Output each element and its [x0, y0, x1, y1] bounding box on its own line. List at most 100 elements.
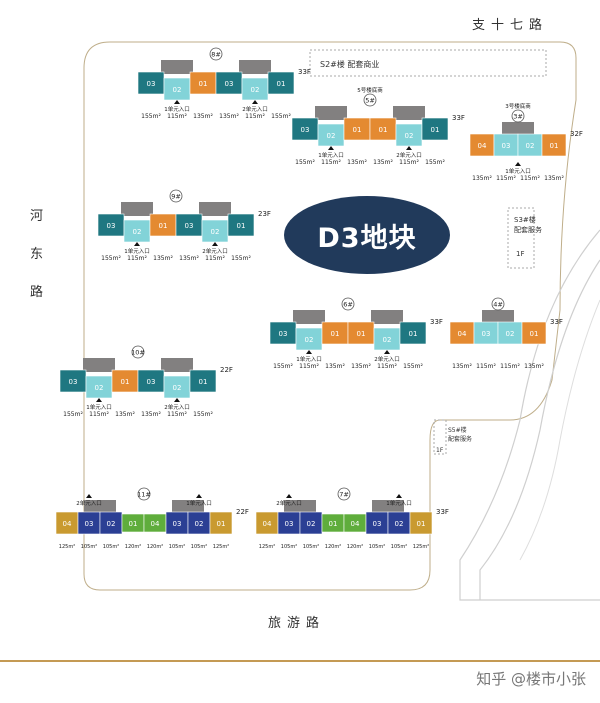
unit-number: 02 — [383, 336, 392, 344]
unit-cell — [421, 117, 449, 141]
unit-number: 01 — [237, 222, 246, 230]
unit-number: 03 — [69, 378, 78, 386]
unit-area: 115m² — [245, 113, 265, 120]
unit-number: 02 — [526, 142, 535, 150]
unit-number: 03 — [225, 80, 234, 88]
entrance-arrow — [515, 162, 521, 166]
building-id: 5# — [365, 97, 375, 105]
building-floors: 33F — [452, 114, 465, 122]
core-block — [84, 500, 116, 514]
unit-area: 120m² — [125, 544, 141, 550]
building-floors: 33F — [436, 508, 449, 516]
building-id-circle — [137, 487, 151, 501]
unit-number: 02 — [395, 520, 404, 528]
unit-area: 135m² — [115, 411, 135, 418]
unit-number: 03 — [502, 142, 511, 150]
unit-number: 04 — [458, 330, 467, 338]
core-block — [293, 310, 325, 324]
building-id-circle — [169, 189, 183, 203]
unit-area: 155m² — [295, 159, 315, 166]
facility-s5-floors: 1F — [436, 447, 444, 454]
unit-number: 02 — [173, 384, 182, 392]
unit-number: 02 — [327, 132, 336, 140]
unit-area: 105m² — [303, 544, 319, 550]
entrance-label: 2单元入口 — [76, 499, 102, 507]
unit-cell — [521, 321, 547, 345]
core-block — [502, 122, 534, 136]
unit-area: 155m² — [403, 363, 423, 370]
watermark: 知乎 @楼市小张 — [476, 670, 586, 688]
unit-area: 135m² — [524, 363, 544, 370]
unit-number: 01 — [530, 330, 539, 338]
unit-number: 03 — [147, 378, 156, 386]
unit-area: 135m² — [452, 363, 472, 370]
entrance-label: 2单元入口 — [202, 247, 228, 255]
unit-area: 155m² — [271, 113, 291, 120]
building-id-circle — [209, 47, 223, 61]
entrance-label: 2单元入口 — [396, 151, 422, 159]
entrance-arrow — [174, 398, 180, 402]
building-id: 3# — [513, 113, 523, 121]
road-label-south: 旅游路 — [268, 616, 326, 631]
unit-number: 02 — [251, 86, 260, 94]
entrance-arrow — [86, 494, 92, 498]
unit-area: 135m² — [472, 175, 492, 182]
bottom-divider — [0, 660, 600, 662]
building-id: 7# — [339, 491, 349, 499]
unit-number: 01 — [199, 80, 208, 88]
unit-area: 125m² — [413, 544, 429, 550]
curved-road — [459, 229, 600, 601]
unit-area: 105m² — [191, 544, 207, 550]
road-char: 东 — [30, 247, 44, 262]
unit-number: 01 — [217, 520, 226, 528]
unit-cell — [399, 321, 427, 345]
entrance-arrow — [134, 242, 140, 246]
facility-s5-label: S5#楼 配套服务 — [448, 426, 472, 443]
plot-title-badge: D3地块 — [284, 196, 450, 274]
entrance-label: 2单元入口 — [374, 355, 400, 363]
unit-cell — [267, 71, 295, 95]
unit-number: 02 — [107, 520, 116, 528]
unit-area: 115m² — [299, 363, 319, 370]
unit-number: 02 — [307, 520, 316, 528]
building-note: 3号楼底商 — [505, 102, 531, 110]
unit-number: 03 — [279, 330, 288, 338]
unit-area: 135m² — [325, 363, 345, 370]
unit-number: 03 — [185, 222, 194, 230]
unit-cell — [409, 511, 433, 535]
building-id: 11# — [137, 491, 151, 499]
building-floors: 32F — [570, 130, 583, 138]
unit-number: 01 — [121, 378, 130, 386]
core-block — [372, 500, 404, 514]
unit-number: 03 — [301, 126, 310, 134]
unit-area: 135m² — [141, 411, 161, 418]
building-floors: 22F — [220, 366, 233, 374]
unit-cell — [209, 511, 233, 535]
core-block — [315, 106, 347, 120]
building-note: 5号楼底商 — [357, 86, 383, 94]
unit-area: 125m² — [59, 544, 75, 550]
building-id: 6# — [343, 301, 353, 309]
entrance-arrow — [196, 494, 202, 498]
entrance-label: 1单元入口 — [186, 499, 212, 507]
unit-area: 135m² — [153, 255, 173, 262]
facility-s3-line1: S3#楼 — [514, 215, 536, 224]
unit-area: 125m² — [259, 544, 275, 550]
unit-area: 115m² — [321, 159, 341, 166]
unit-number: 01 — [331, 330, 340, 338]
entrance-arrow — [252, 100, 258, 104]
unit-area: 115m² — [476, 363, 496, 370]
unit-area: 135m² — [351, 363, 371, 370]
facility-s2-label: S2#楼 配套商业 — [320, 59, 379, 69]
unit-number: 01 — [417, 520, 426, 528]
building-id-circle — [491, 297, 505, 311]
building-id: 4# — [493, 301, 503, 309]
road-char: 河 — [30, 209, 44, 224]
building-floors: 33F — [430, 318, 443, 326]
building-id-circle — [363, 93, 377, 107]
unit-number: 03 — [373, 520, 382, 528]
unit-number: 02 — [506, 330, 515, 338]
